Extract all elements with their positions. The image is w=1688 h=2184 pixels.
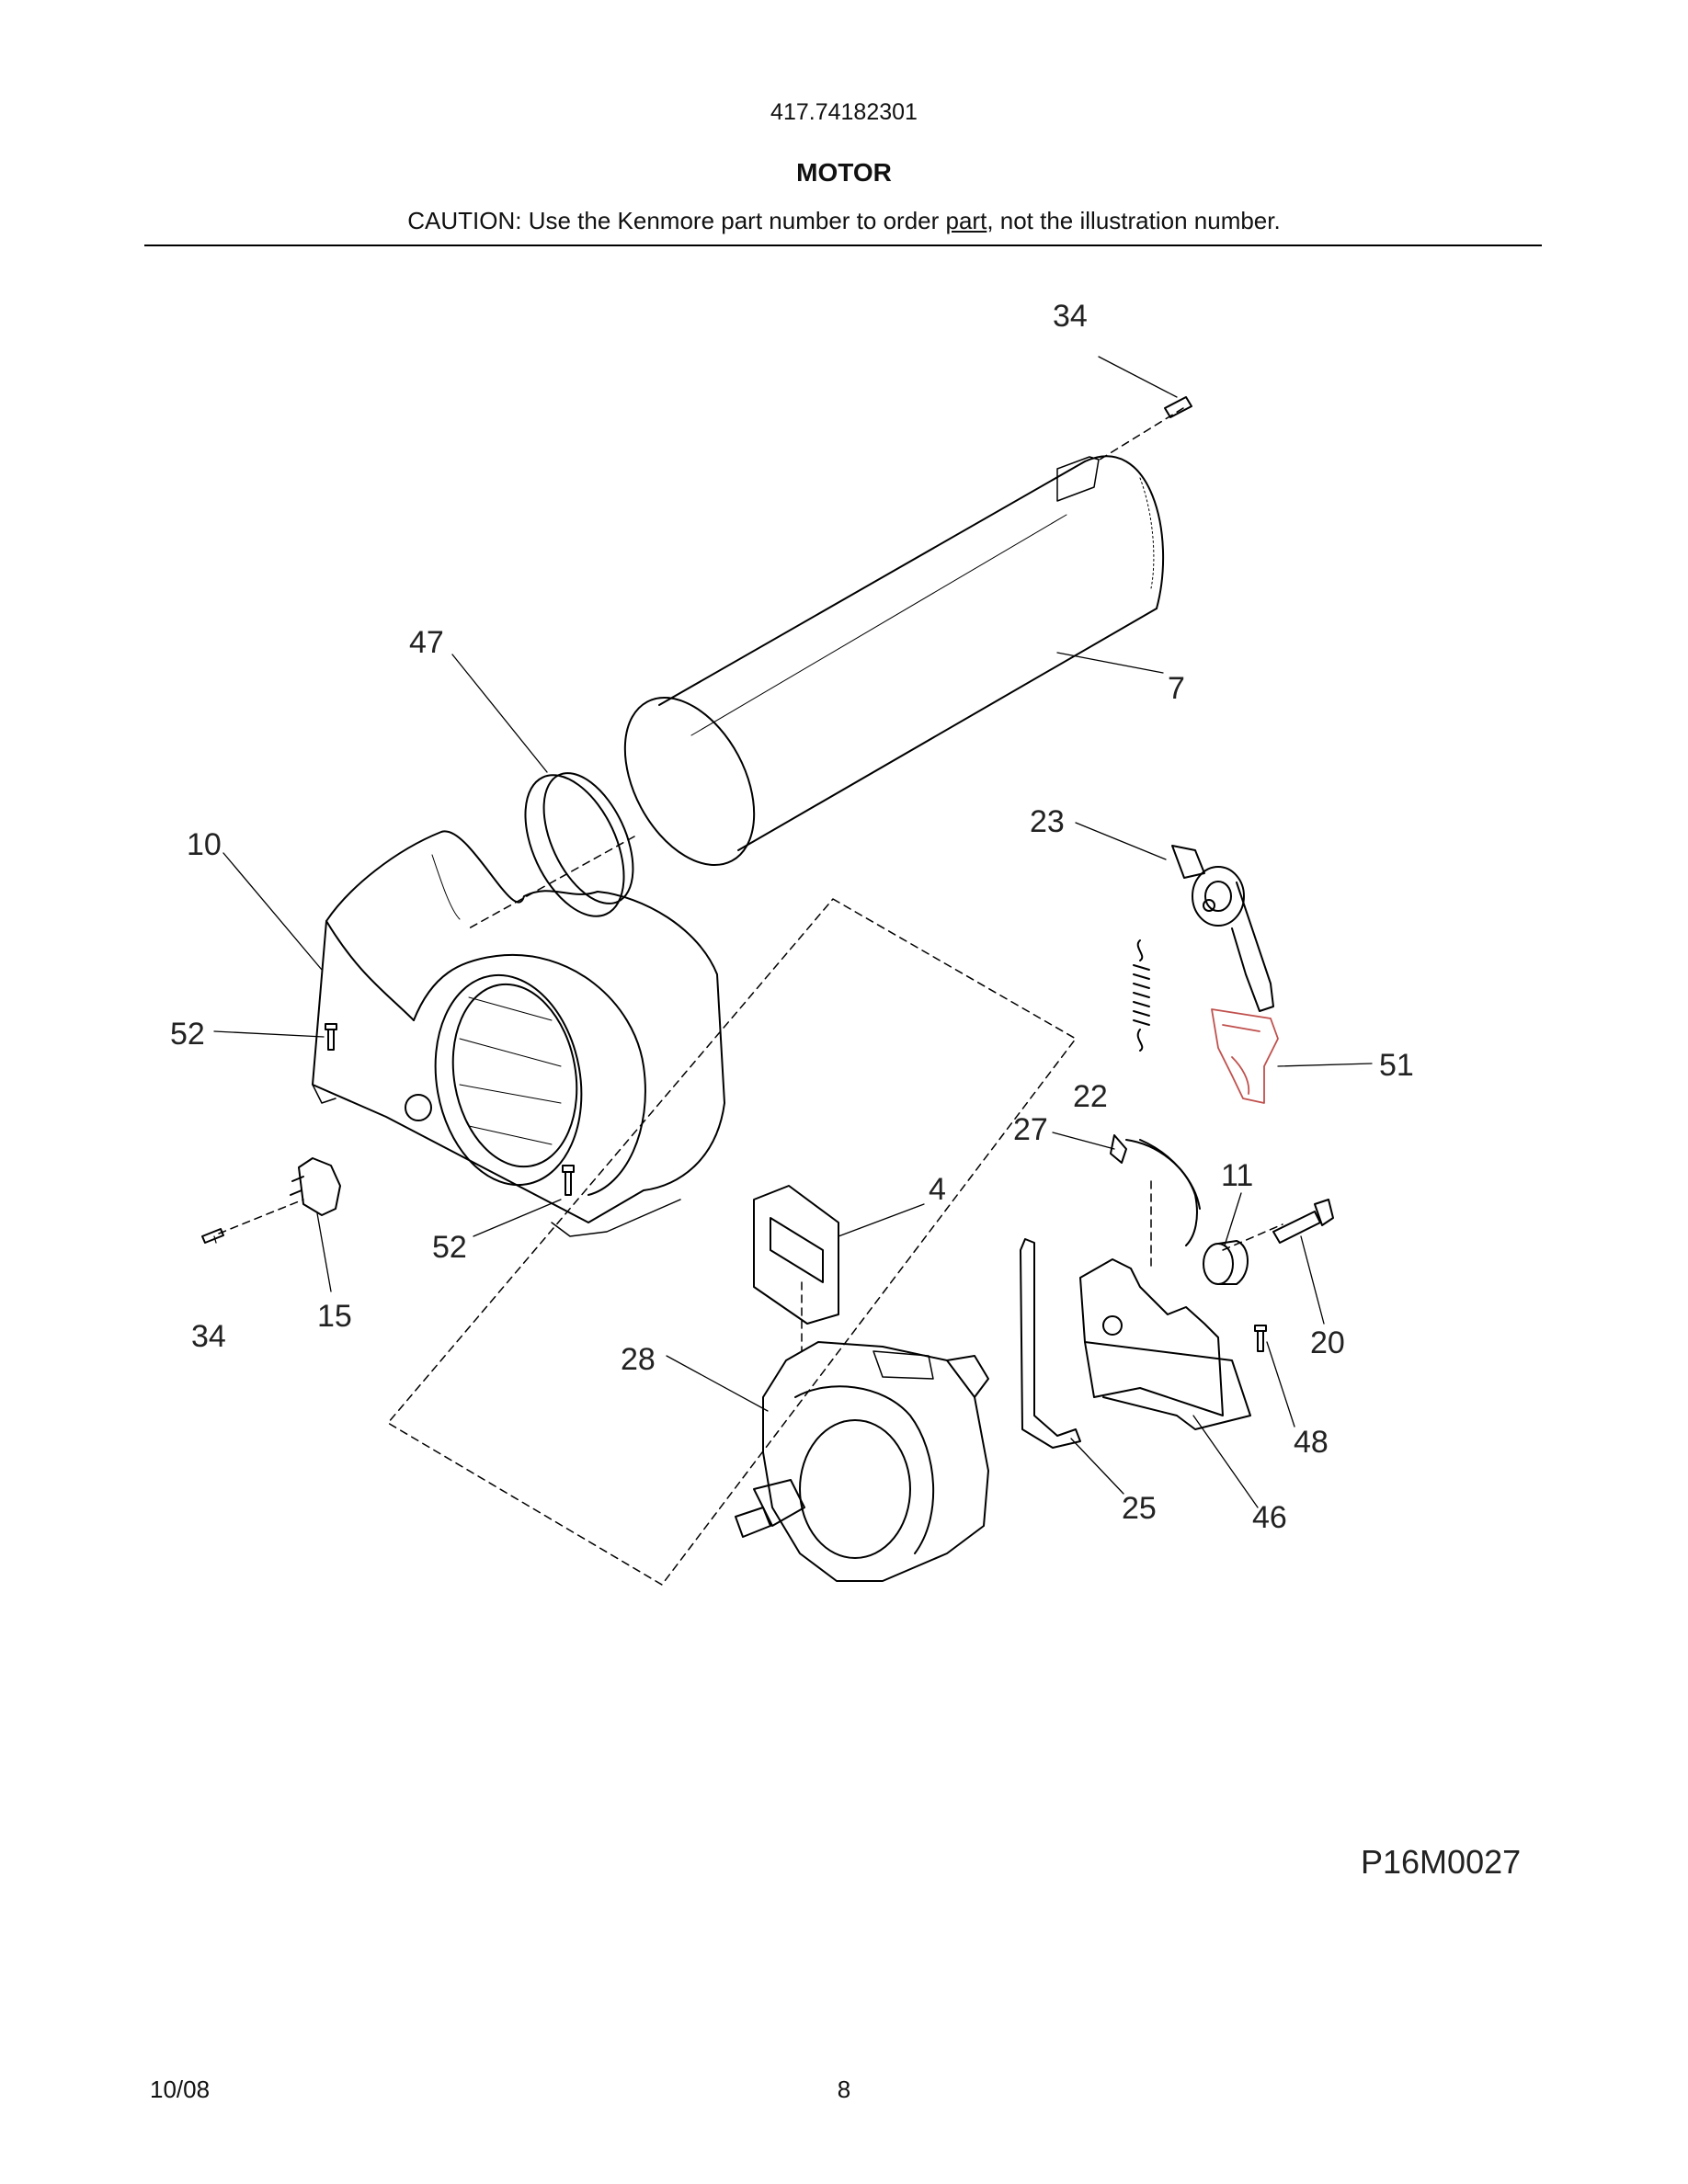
part-blower-housing bbox=[312, 830, 725, 1237]
callout-label: 34 bbox=[191, 1319, 226, 1354]
callout-label: 51 bbox=[1379, 1048, 1414, 1083]
screw-34-left bbox=[201, 1228, 224, 1244]
part-duct-ring bbox=[524, 772, 634, 917]
part-screws bbox=[201, 396, 1267, 1352]
callout-label: 34 bbox=[1053, 299, 1088, 334]
header-rule bbox=[144, 245, 1542, 246]
part-drive-motor bbox=[735, 1341, 989, 1582]
caution-text: CAUTION: Use the Kenmore part number to … bbox=[0, 207, 1688, 235]
screw-52-left bbox=[325, 1023, 337, 1051]
part-idler-spring bbox=[1133, 939, 1150, 1052]
callout-label: 46 bbox=[1252, 1500, 1287, 1535]
screw-52-bottom bbox=[562, 1165, 575, 1196]
callout-labels: 34 47 7 10 23 52 22 51 27 11 4 52 34 15 … bbox=[170, 299, 1414, 1535]
part-idler-pulley bbox=[1171, 845, 1274, 1012]
part-bushing bbox=[1203, 1240, 1249, 1285]
callout-label: 20 bbox=[1310, 1325, 1345, 1360]
callout-label: 52 bbox=[432, 1230, 467, 1265]
part-centrifugal-switch bbox=[290, 1157, 341, 1216]
screw-48 bbox=[1254, 1325, 1267, 1352]
part-motor-mount bbox=[1079, 1258, 1251, 1430]
caution-part-link[interactable]: part bbox=[945, 207, 987, 234]
part-bolt bbox=[1272, 1199, 1334, 1244]
part-belt bbox=[1020, 1238, 1081, 1449]
part-bracket-highlighted bbox=[1211, 1008, 1279, 1104]
part-exhaust-duct bbox=[623, 455, 1165, 866]
assembly-dashed-lines bbox=[218, 407, 1283, 1586]
page-number: 8 bbox=[837, 2076, 851, 2103]
caution-after: , not the illustration number. bbox=[987, 207, 1281, 234]
callout-label: 48 bbox=[1294, 1425, 1329, 1460]
part-mount-bracket bbox=[753, 1185, 839, 1325]
screw-34-top bbox=[1164, 396, 1192, 418]
callout-label: 47 bbox=[409, 625, 444, 660]
figure-id: P16M0027 bbox=[1361, 1843, 1522, 1881]
model-number: 417.74182301 bbox=[770, 99, 918, 125]
callout-label: 23 bbox=[1030, 804, 1065, 839]
page-title: MOTOR bbox=[796, 158, 892, 187]
footer-date: 10/08 bbox=[150, 2076, 211, 2103]
callout-label: 15 bbox=[317, 1299, 352, 1334]
callout-label: 11 bbox=[1221, 1158, 1253, 1193]
callout-label: 10 bbox=[187, 827, 222, 862]
leader-lines bbox=[213, 356, 1373, 1508]
callout-label: 52 bbox=[170, 1017, 205, 1052]
callout-label: 27 bbox=[1013, 1112, 1048, 1147]
callout-label: 7 bbox=[1168, 671, 1185, 706]
callout-label: 4 bbox=[929, 1172, 946, 1207]
part-motor-strap bbox=[1110, 1134, 1201, 1246]
callout-label: 22 bbox=[1073, 1079, 1108, 1114]
callout-label: 25 bbox=[1122, 1491, 1157, 1526]
caution-before: CAUTION: Use the Kenmore part number to … bbox=[407, 207, 946, 234]
callout-label: 28 bbox=[621, 1342, 656, 1377]
